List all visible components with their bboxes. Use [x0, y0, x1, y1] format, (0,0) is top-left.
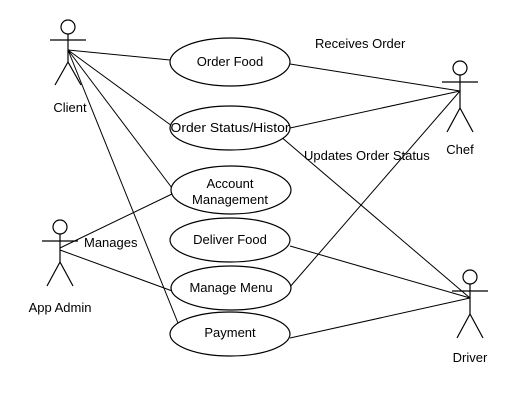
- use-case-manage-menu-label: Manage Menu: [189, 280, 272, 295]
- link-chef-order-status: [289, 90, 461, 129]
- actor-app-admin-label: App Admin: [29, 300, 92, 315]
- link-client-payment: [67, 49, 181, 329]
- stick-figure-icon: [452, 269, 488, 339]
- use-case-order-food[interactable]: Order Food: [169, 37, 291, 87]
- actor-driver[interactable]: Driver: [452, 269, 488, 365]
- associations: [59, 49, 471, 339]
- actor-app-admin[interactable]: App Admin: [29, 219, 92, 315]
- use-case-deliver-food-label: Deliver Food: [193, 232, 267, 247]
- stick-figure-icon: [42, 219, 78, 287]
- use-case-payment-label: Payment: [204, 325, 256, 340]
- link-client-account: [67, 49, 173, 189]
- stick-figure-icon: [442, 60, 478, 133]
- link-admin-manage-menu: [59, 249, 176, 293]
- stick-figure-icon: [50, 19, 86, 86]
- use-case-order-status[interactable]: Order Status/Histor: [169, 105, 291, 151]
- actor-driver-label: Driver: [453, 350, 488, 365]
- use-case-deliver-food[interactable]: Deliver Food: [169, 217, 291, 263]
- link-chef-order-food: [289, 63, 461, 92]
- link-chef-manage-menu: [288, 90, 461, 289]
- label-manages: Manages: [84, 235, 138, 250]
- link-client-order-food: [67, 49, 171, 61]
- actor-chef[interactable]: Chef: [442, 60, 478, 157]
- actor-client-label: Client: [53, 100, 87, 115]
- link-driver-deliver-food: [289, 245, 471, 299]
- actor-chef-label: Chef: [446, 142, 474, 157]
- use-case-order-status-label: Order Status/Histor: [171, 120, 291, 135]
- use-case-account-label-2: Management: [192, 192, 268, 207]
- link-admin-account: [59, 193, 173, 249]
- label-updates-order-status: Updates Order Status: [304, 148, 430, 163]
- use-case-manage-menu[interactable]: Manage Menu: [170, 265, 292, 311]
- use-case-payment[interactable]: Payment: [169, 311, 291, 357]
- label-receives-order: Receives Order: [315, 36, 406, 51]
- link-driver-order-status: [279, 135, 471, 299]
- use-case-account-label-1: Account: [207, 176, 254, 191]
- link-client-order-status: [67, 49, 173, 127]
- link-driver-payment: [289, 297, 471, 339]
- actor-client[interactable]: Client: [50, 19, 87, 115]
- use-case-order-food-label: Order Food: [197, 54, 263, 69]
- use-case-account-management[interactable]: Account Management: [170, 165, 292, 215]
